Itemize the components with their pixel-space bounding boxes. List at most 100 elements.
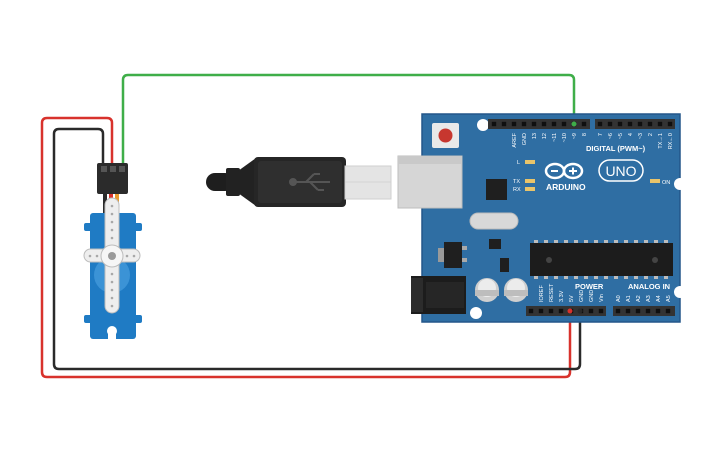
header-pin-hole[interactable] (528, 308, 534, 314)
pin-label: TX→1 (658, 133, 664, 149)
chip-leg (584, 240, 588, 243)
chip-leg (634, 240, 638, 243)
pin-label: IOREF (539, 285, 545, 302)
header-pin-hole[interactable] (561, 121, 567, 127)
capacitor (475, 278, 499, 302)
header-pin-hole[interactable] (607, 121, 613, 127)
pin-label: GND (522, 133, 528, 145)
header-pin-hole[interactable] (541, 121, 547, 127)
chip-leg (574, 240, 578, 243)
uno-badge: UNO (598, 159, 644, 182)
header-pin-hole[interactable] (637, 121, 643, 127)
mounting-hole (674, 178, 686, 190)
chip-leg (654, 276, 658, 279)
header-pin-hole[interactable] (491, 121, 497, 127)
header-pin-hole[interactable] (657, 121, 663, 127)
header-pin-hole[interactable] (635, 308, 641, 314)
header-pin-hole[interactable] (548, 308, 554, 314)
chip-leg (544, 240, 548, 243)
chip-leg (604, 276, 608, 279)
pin-label: Vin (599, 294, 605, 302)
pin-label: 2 (648, 133, 654, 136)
header-pin-hole[interactable] (558, 308, 564, 314)
chip-leg (624, 276, 628, 279)
pin-label: ~9 (572, 133, 578, 139)
header-pin-hole[interactable] (645, 308, 651, 314)
header-pin-hole[interactable] (667, 121, 673, 127)
header-pin-hole[interactable] (531, 121, 537, 127)
on-led-label: ON (662, 180, 670, 186)
header-pin-hole[interactable] (627, 121, 633, 127)
chip-leg (554, 276, 558, 279)
chip-leg (634, 276, 638, 279)
servo-horn[interactable] (83, 197, 141, 314)
header-pin-hole[interactable] (581, 121, 587, 127)
pin-label: 4 (628, 133, 634, 136)
chip-leg (594, 240, 598, 243)
header-pin-hole[interactable] (625, 308, 631, 314)
led-label-tx: TX (513, 179, 520, 185)
green-signal-wire[interactable] (121, 73, 576, 170)
header-pin-hole[interactable] (615, 308, 621, 314)
header-pin-hole[interactable] (598, 308, 604, 314)
header-pin-hole[interactable] (588, 308, 594, 314)
mounting-hole (674, 286, 686, 298)
chip-leg (664, 240, 668, 243)
chip-leg (564, 276, 568, 279)
arduino-logo-icon (544, 162, 584, 180)
header-pin-hole[interactable] (617, 121, 623, 127)
led-label-l: L (517, 160, 520, 166)
header-pin-hole[interactable] (521, 121, 527, 127)
green-wire-end (571, 121, 577, 127)
black-ground-wire[interactable] (52, 127, 582, 371)
red-power-wire[interactable] (40, 116, 572, 379)
capacitor (504, 278, 528, 302)
led-label-rx: RX (513, 187, 521, 193)
header-pin-hole[interactable] (647, 121, 653, 127)
pin-label: ~5 (618, 133, 624, 139)
digital-section-label: DIGITAL (PWM~) (586, 144, 646, 153)
chip-leg (534, 240, 538, 243)
pin-label: A3 (646, 295, 652, 302)
pin-label: AREF (512, 132, 518, 147)
header-pin-hole[interactable] (538, 308, 544, 314)
black-wire-end (577, 308, 583, 314)
header-pin-hole[interactable] (551, 121, 557, 127)
reset-button[interactable] (432, 123, 459, 148)
chip-leg (654, 240, 658, 243)
pin-label: A2 (636, 295, 642, 302)
pin-label: GND (579, 290, 585, 302)
header-pin-hole[interactable] (501, 121, 507, 127)
uno-model-label: UNO (605, 163, 636, 179)
pin-label: 5V (569, 295, 575, 302)
analog-section-label: ANALOG IN (628, 282, 670, 291)
header-pin-hole[interactable] (665, 308, 671, 314)
mounting-hole (470, 307, 482, 319)
chip-leg (544, 276, 548, 279)
voltage-regulator (438, 242, 467, 268)
usb-icon (289, 173, 330, 191)
header-pin-hole[interactable] (655, 308, 661, 314)
pin-label: A1 (626, 295, 632, 302)
pin-label: A4 (656, 295, 662, 302)
arduino-uno-board[interactable]: ARDUINO UNO L TX RX ON AREF (397, 113, 686, 323)
red-wire-end (567, 308, 573, 314)
header-pin-hole[interactable] (597, 121, 603, 127)
pin-label: 12 (542, 133, 548, 139)
pin-label: ~10 (562, 133, 568, 142)
small-chip (489, 239, 501, 249)
atmega-microcontroller (530, 240, 673, 279)
chip-leg (664, 276, 668, 279)
chip-leg (594, 276, 598, 279)
pin-label: 8 (582, 133, 588, 136)
chip-leg (624, 240, 628, 243)
pin-label: RESET (549, 283, 555, 302)
usb-b-cable[interactable] (206, 157, 392, 207)
servo-motor[interactable] (83, 163, 142, 339)
pin-label: ~6 (608, 133, 614, 139)
header-pin-hole[interactable] (511, 121, 517, 127)
